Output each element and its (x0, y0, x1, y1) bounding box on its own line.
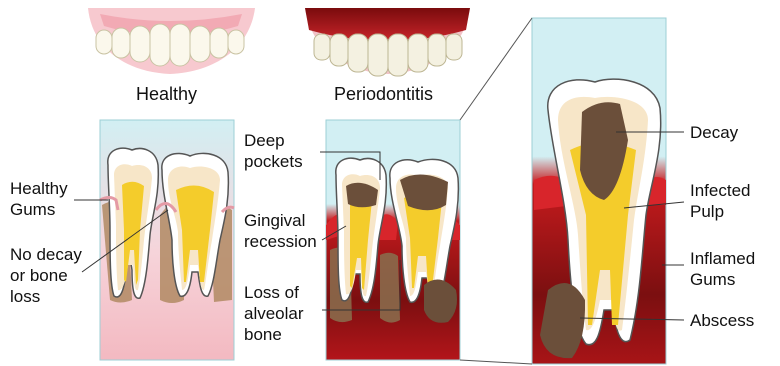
label-deep-pockets: Deep pockets (244, 130, 303, 172)
label-healthy-gums: Healthy Gums (10, 178, 68, 220)
zoom-connector-lines (460, 18, 532, 364)
label-infected-pulp: Infected Pulp (690, 180, 751, 222)
periodontitis-panel (326, 120, 460, 360)
healthy-panel (100, 120, 234, 360)
title-periodontitis: Periodontitis (334, 84, 433, 105)
label-decay: Decay (690, 122, 738, 143)
zoom-panel (532, 18, 666, 364)
label-no-decay: No decay or bone loss (10, 244, 82, 307)
title-healthy: Healthy (136, 84, 197, 105)
label-abscess: Abscess (690, 310, 754, 331)
label-inflamed-gums: Inflamed Gums (690, 248, 755, 290)
label-gingival-recession: Gingival recession (244, 210, 317, 252)
periodontitis-smile (305, 8, 470, 76)
healthy-smile (88, 8, 255, 74)
label-loss-alveolar-bone: Loss of alveolar bone (244, 282, 304, 345)
